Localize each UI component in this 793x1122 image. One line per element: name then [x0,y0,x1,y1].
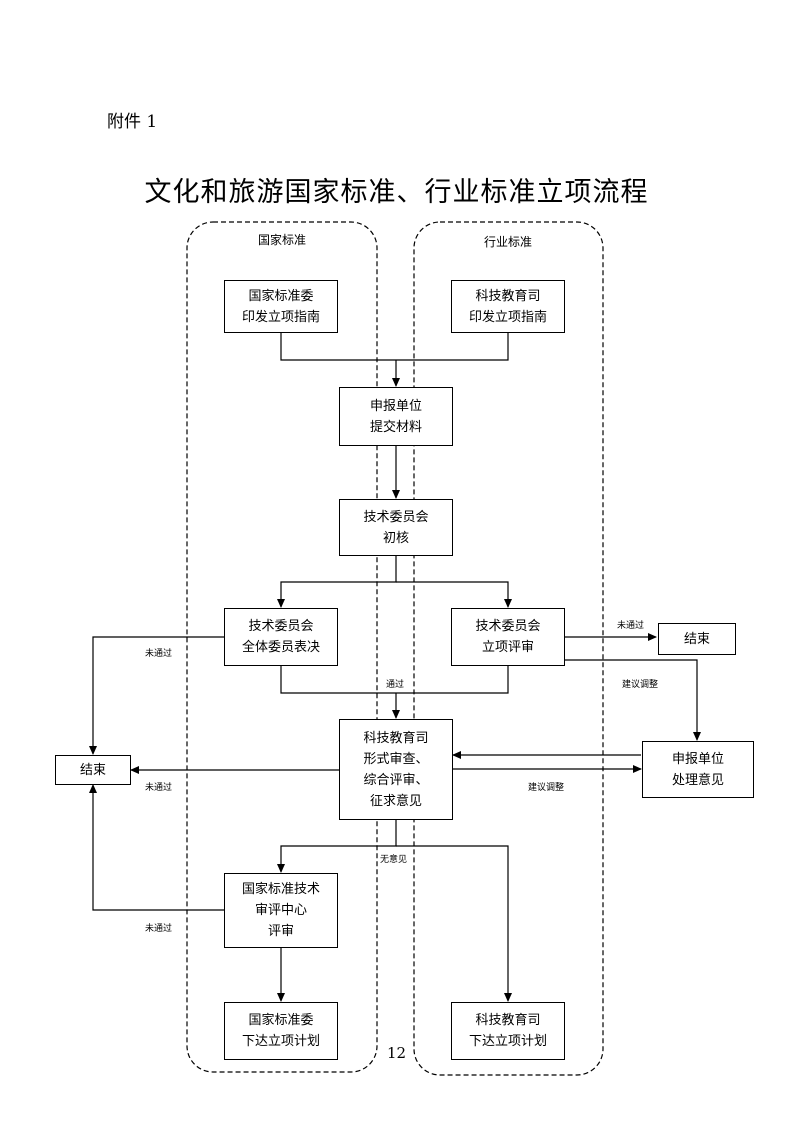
page-number: 12 [386,1044,407,1062]
mst-guide-line-2: 印发立项指南 [468,309,547,325]
mst-review-line-2: 形式审查、 [363,751,429,767]
lane-industry [413,221,604,1076]
lane-label-national: 国家标准 [257,233,306,247]
applicant-submit-line-2: 提交材料 [369,419,422,435]
applicant-feedback-box: 申报单位 处理意见 [642,741,754,798]
sac-center-box: 国家标准技术 审评中心 评审 [224,873,338,948]
applicant-feedback-line-2: 处理意见 [671,772,724,788]
pass-label: 通过 [386,680,405,690]
mst-guide-box: 科技教育司 印发立项指南 [451,280,565,333]
end-left-box: 结束 [55,755,131,785]
sac-issue-line-2: 下达立项计划 [241,1034,320,1049]
sac-center-line-3: 评审 [267,924,294,939]
applicant-submit-line-1: 申报单位 [369,398,422,414]
fail-label-tc-vote: 未通过 [145,649,173,659]
fail-label-tc-review: 未通过 [617,621,645,631]
tc-initial-line-1: 技术委员会 [363,509,429,525]
suggest-label-mst-review: 建议调整 [528,783,565,793]
sac-issue-line-1: 国家标准委 [248,1013,314,1028]
tc-vote-line-2: 全体委员表决 [241,640,320,655]
sac-guide-line-1: 国家标准委 [248,288,314,304]
mst-review-line-3: 综合评审、 [363,772,429,788]
mst-issue-box: 科技教育司 下达立项计划 [451,1002,565,1060]
tc-initial-box: 技术委员会 初核 [339,499,453,556]
tc-review-line-1: 技术委员会 [475,619,541,634]
no-objection-label: 无意见 [380,855,408,865]
sac-guide-line-2: 印发立项指南 [241,309,320,325]
lane-label-industry: 行业标准 [483,235,532,249]
tc-review-line-2: 立项评审 [481,640,534,655]
end-left-text: 结束 [79,762,106,778]
sac-center-line-2: 审评中心 [254,903,307,918]
attachment-label: 附件 1 [107,112,158,132]
suggest-label-tc-review: 建议调整 [622,680,659,690]
fail-label-sac-center: 未通过 [145,924,173,934]
applicant-submit-box: 申报单位 提交材料 [339,387,453,446]
lane-national [186,221,378,1073]
page-title: 文化和旅游国家标准、行业标准立项流程 [144,177,649,208]
tc-initial-line-2: 初核 [382,530,409,546]
mst-review-box: 科技教育司 形式审查、 综合评审、 征求意见 [339,719,453,820]
sac-issue-box: 国家标准委 下达立项计划 [224,1002,338,1060]
end-right-box: 结束 [658,623,736,655]
end-right-text: 结束 [683,631,710,647]
mst-review-line-1: 科技教育司 [363,730,429,746]
tc-vote-box: 技术委员会 全体委员表决 [224,608,338,666]
mst-review-line-4: 征求意见 [369,793,422,809]
tc-review-box: 技术委员会 立项评审 [451,608,565,666]
sac-center-line-1: 国家标准技术 [241,882,320,897]
mst-guide-line-1: 科技教育司 [475,288,541,304]
mst-issue-line-2: 下达立项计划 [468,1034,547,1049]
applicant-feedback-line-1: 申报单位 [671,751,724,767]
fail-label-mst-review: 未通过 [145,783,173,793]
sac-guide-box: 国家标准委 印发立项指南 [224,280,338,333]
mst-issue-line-1: 科技教育司 [475,1013,541,1028]
tc-vote-line-1: 技术委员会 [248,619,314,634]
